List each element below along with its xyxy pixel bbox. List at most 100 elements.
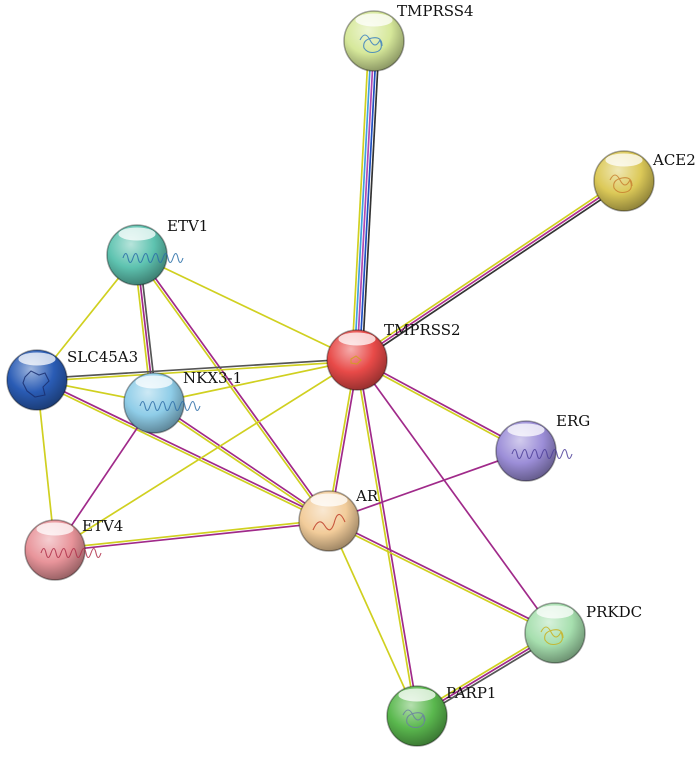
sphere-highlight — [398, 688, 436, 702]
protein-structure-glyph — [122, 252, 184, 264]
node-label: PRKDC — [586, 603, 642, 621]
edge-evidence-line — [361, 41, 381, 361]
node-etv1[interactable]: ETV1 — [106, 217, 208, 286]
node-slc45a3[interactable]: SLC45A3 — [6, 348, 138, 411]
node-label: NKX3-1 — [183, 369, 242, 387]
sphere-highlight — [338, 332, 376, 346]
protein-structure-glyph — [359, 34, 383, 54]
protein-structure-glyph — [540, 626, 564, 646]
edge-evidence-line — [37, 378, 330, 521]
edge-evidence-line — [328, 520, 418, 717]
node-etv4[interactable]: ETV4 — [24, 517, 123, 581]
edge-ar-parp1[interactable] — [328, 520, 418, 717]
edge-evidence-line — [350, 40, 370, 360]
edge-evidence-line — [55, 521, 330, 553]
node-label: ERG — [556, 412, 590, 430]
edge-evidence-line — [153, 359, 358, 404]
edge-slc45a3-tmprss2[interactable] — [36, 357, 358, 383]
edge-evidence-line — [358, 41, 378, 361]
sphere-highlight — [135, 375, 173, 389]
edge-evidence-line — [136, 254, 358, 361]
node-label: PARP1 — [446, 684, 496, 702]
node-erg[interactable]: ERG — [495, 412, 590, 482]
protein-structure-glyph — [312, 513, 346, 531]
edge-evidence-line — [355, 178, 624, 359]
edge-tmprss4-tmprss2[interactable] — [350, 40, 381, 361]
edge-evidence-line — [152, 403, 329, 523]
edge-evidence-line — [154, 401, 331, 521]
protein-structure-glyph — [139, 400, 201, 412]
edge-evidence-line — [37, 360, 358, 383]
node-label: ETV1 — [167, 217, 208, 235]
node-sphere — [298, 490, 360, 552]
node-prkdc[interactable]: PRKDC — [524, 602, 642, 664]
edge-layer — [36, 40, 626, 719]
node-label: TMPRSS2 — [384, 321, 461, 339]
edge-etv1-tmprss2[interactable] — [136, 254, 358, 361]
edge-evidence-line — [357, 359, 420, 716]
edge-ar-prkdc[interactable] — [328, 519, 556, 635]
node-label: ACE2 — [652, 151, 696, 169]
protein-structure-glyph — [511, 448, 573, 460]
edge-erg-ar[interactable] — [328, 450, 527, 522]
edge-etv1-ar[interactable] — [135, 253, 331, 523]
node-parp1[interactable]: PARP1 — [386, 684, 496, 747]
sphere-highlight — [355, 13, 393, 27]
edge-tmprss2-prkdc[interactable] — [356, 359, 556, 634]
edge-evidence-line — [36, 380, 329, 523]
edge-evidence-line — [328, 521, 555, 635]
edge-evidence-line — [54, 359, 358, 551]
protein-structure-glyph — [350, 355, 362, 365]
edge-ar-etv4[interactable] — [54, 518, 330, 553]
node-tmprss2[interactable]: TMPRSS2 — [326, 321, 461, 391]
edge-nkx3-1-tmprss2[interactable] — [153, 359, 358, 404]
sphere-highlight — [310, 493, 348, 507]
node-label: ETV4 — [82, 517, 123, 535]
edge-tmprss2-parp1[interactable] — [354, 359, 420, 717]
node-tmprss4[interactable]: TMPRSS4 — [343, 2, 474, 72]
edge-evidence-line — [356, 180, 625, 361]
edge-evidence-line — [356, 359, 556, 634]
sphere-highlight — [605, 153, 643, 167]
edge-evidence-line — [355, 360, 526, 453]
node-label: TMPRSS4 — [397, 2, 474, 20]
edge-evidence-line — [137, 253, 331, 521]
node-sphere — [343, 10, 405, 72]
edge-tmprss2-etv4[interactable] — [54, 359, 358, 551]
sphere-highlight — [536, 605, 574, 619]
edge-ace2-tmprss2[interactable] — [355, 178, 626, 363]
sphere-highlight — [18, 352, 56, 366]
node-ar[interactable]: AR — [298, 487, 379, 552]
edge-evidence-line — [353, 40, 373, 360]
node-label: AR — [355, 487, 379, 505]
node-ace2[interactable]: ACE2 — [593, 150, 696, 212]
protein-structure-glyph — [22, 370, 50, 398]
sphere-highlight — [118, 227, 156, 241]
edge-evidence-line — [328, 450, 527, 522]
edge-evidence-line — [354, 360, 417, 717]
node-sphere — [6, 349, 68, 411]
edge-slc45a3-ar[interactable] — [36, 378, 330, 523]
edge-evidence-line — [36, 357, 357, 380]
edge-evidence-line — [357, 358, 528, 451]
edge-evidence-line — [356, 40, 375, 361]
node-nkx3-1[interactable]: NKX3-1 — [123, 369, 242, 434]
node-label: SLC45A3 — [67, 348, 138, 366]
protein-structure-glyph — [402, 709, 426, 729]
protein-structure-glyph — [609, 174, 633, 194]
node-sphere — [326, 329, 388, 391]
edge-evidence-line — [135, 255, 329, 523]
protein-structure-glyph — [40, 547, 102, 559]
node-sphere — [593, 150, 655, 212]
edge-evidence-line — [54, 518, 329, 550]
sphere-highlight — [507, 423, 545, 437]
edge-evidence-line — [357, 182, 626, 363]
node-sphere — [524, 602, 586, 664]
edge-evidence-line — [329, 519, 556, 633]
edge-tmprss2-erg[interactable] — [355, 358, 528, 453]
edge-nkx3-1-ar[interactable] — [152, 401, 331, 523]
sphere-highlight — [36, 522, 74, 536]
node-sphere — [386, 685, 448, 747]
